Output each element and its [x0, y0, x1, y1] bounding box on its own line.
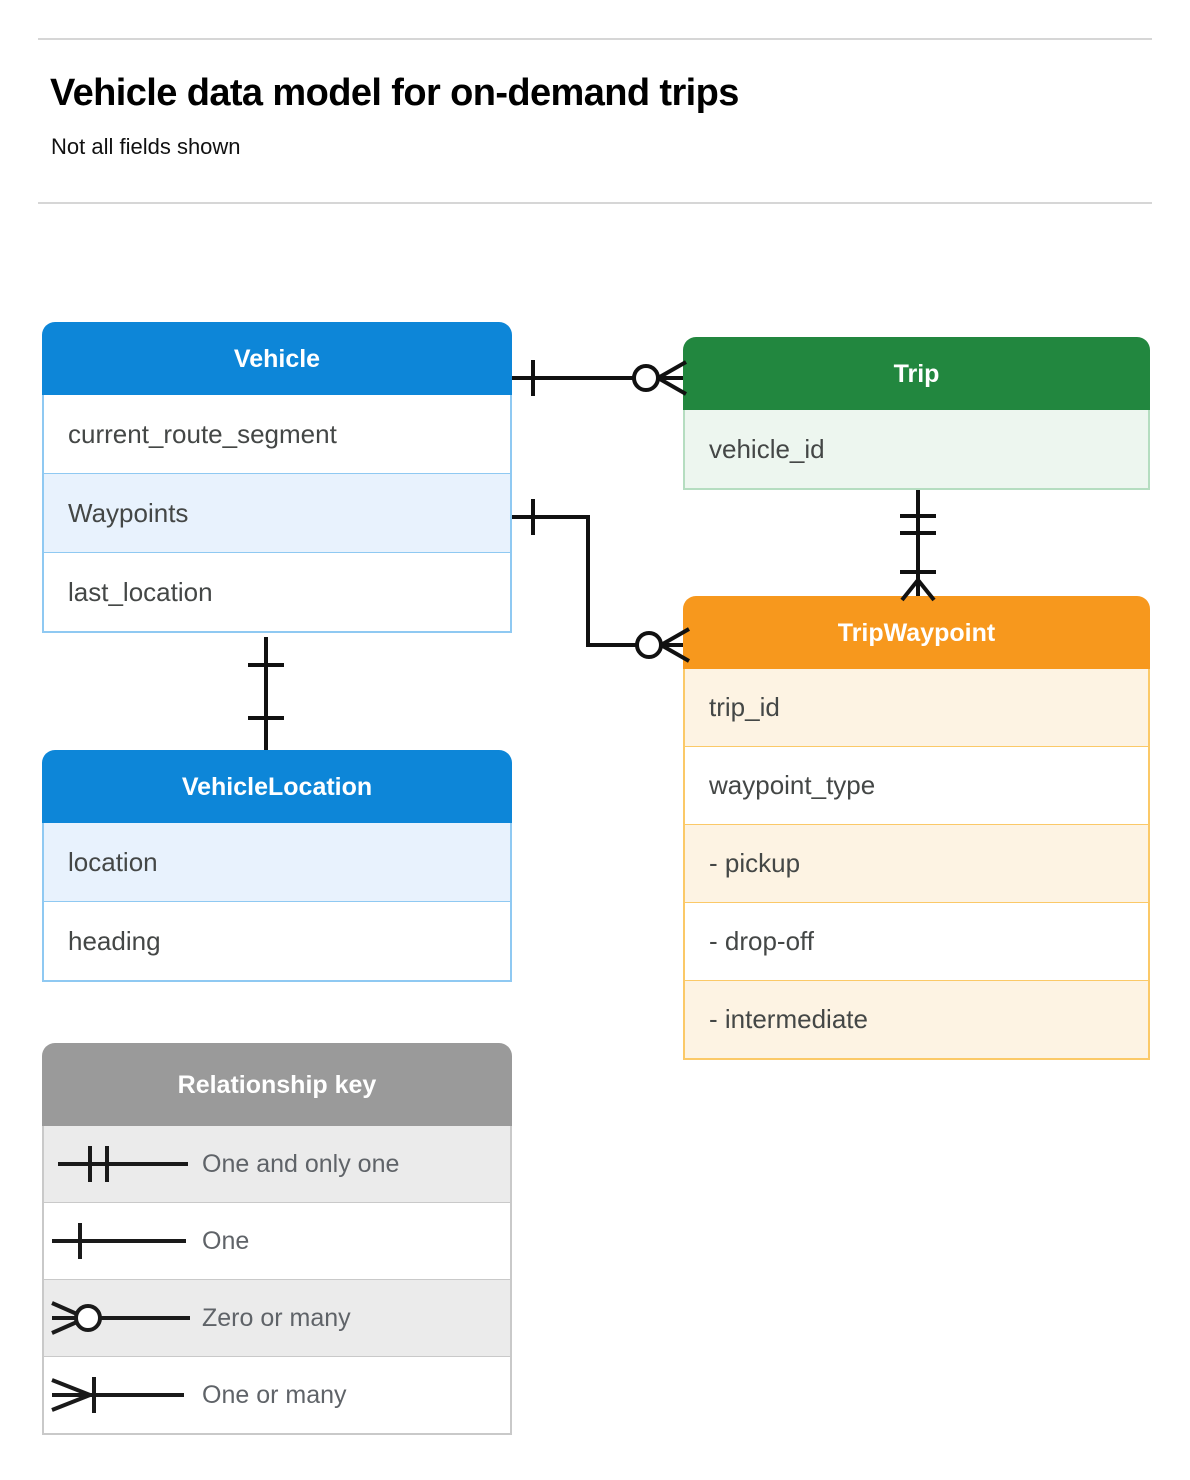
entity-tripwaypoint-title: TripWaypoint [683, 596, 1150, 670]
field-vehicle-id: vehicle_id [683, 410, 1150, 490]
legend-row-one-or-many: One or many [42, 1357, 512, 1435]
legend-row-one-and-only-one: One and only one [42, 1126, 512, 1204]
entity-vehiclelocation[interactable]: VehicleLocation location heading [42, 750, 512, 982]
legend-label-zero-or-many: Zero or many [202, 1303, 351, 1332]
field-current-route-segment: current_route_segment [42, 395, 512, 475]
connector-trip-tripwaypoint [900, 490, 936, 602]
entity-vehiclelocation-title: VehicleLocation [42, 750, 512, 824]
field-waypoint-type-pickup: - pickup [683, 825, 1150, 904]
header-divider-bottom [38, 202, 1152, 204]
field-waypoint-type-intermediate: - intermediate [683, 981, 1150, 1060]
legend-label-one-and-only-one: One and only one [202, 1149, 400, 1178]
entity-tripwaypoint[interactable]: TripWaypoint trip_id waypoint_type - pic… [683, 596, 1150, 1060]
legend-title: Relationship key [42, 1043, 512, 1127]
entity-vehicle[interactable]: Vehicle current_route_segment Waypoints … [42, 322, 512, 633]
field-location: location [42, 823, 512, 903]
one-icon [44, 1202, 202, 1280]
zero-or-many-icon [44, 1279, 202, 1357]
relationship-key-legend[interactable]: Relationship key One and only one One [42, 1043, 512, 1435]
connector-vehicle-vehiclelocation [248, 637, 284, 750]
page-subtitle: Not all fields shown [51, 134, 241, 159]
entity-vehicle-title: Vehicle [42, 322, 512, 396]
entity-trip-title: Trip [683, 337, 1150, 411]
legend-row-zero-or-many: Zero or many [42, 1280, 512, 1358]
connector-vehicle-trip [512, 360, 687, 396]
legend-row-one: One [42, 1203, 512, 1281]
legend-label-one: One [202, 1226, 250, 1255]
entity-trip[interactable]: Trip vehicle_id [683, 337, 1150, 490]
field-last-location: last_location [42, 553, 512, 633]
header-divider-top [38, 38, 1152, 40]
field-waypoint-type: waypoint_type [683, 747, 1150, 826]
field-trip-id: trip_id [683, 669, 1150, 748]
one-and-only-one-icon [44, 1125, 202, 1203]
page-title: Vehicle data model for on-demand trips [50, 72, 739, 114]
field-waypoints: Waypoints [42, 474, 512, 554]
connector-waypoints-tripwaypoint [512, 499, 690, 663]
field-heading: heading [42, 902, 512, 982]
legend-label-one-or-many: One or many [202, 1380, 347, 1409]
one-or-many-icon [44, 1356, 202, 1434]
field-waypoint-type-dropoff: - drop-off [683, 903, 1150, 982]
